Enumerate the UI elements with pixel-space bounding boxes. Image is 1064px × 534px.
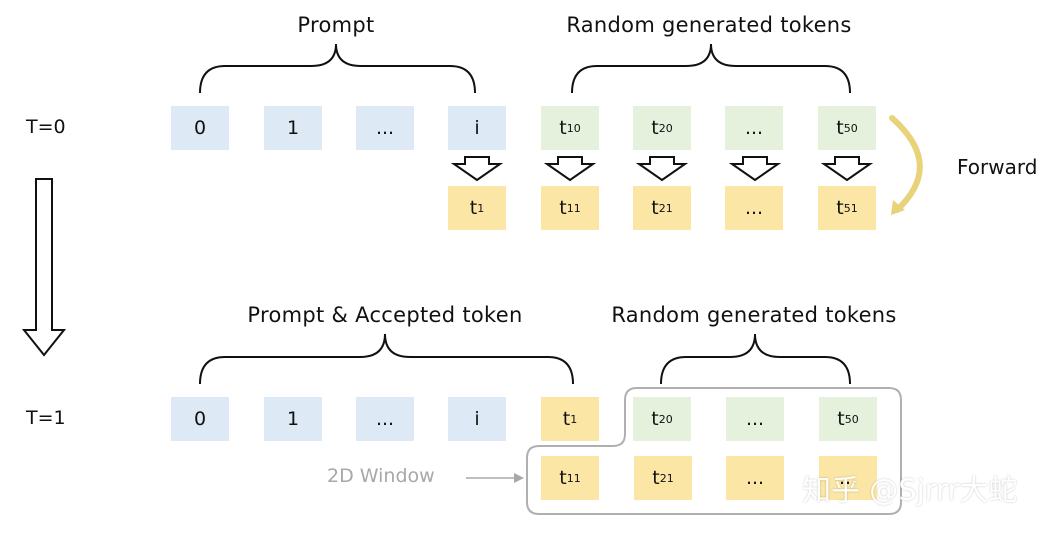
random-label-bottom: Random generated tokens bbox=[611, 303, 897, 327]
small-down-arrows bbox=[450, 156, 874, 182]
t0-prompt-token-0: 0 bbox=[171, 106, 229, 150]
brace-prompt-top bbox=[199, 43, 476, 94]
row-label-t0: T=0 bbox=[26, 116, 66, 138]
prompt-label-top: Prompt bbox=[297, 13, 375, 37]
brace-random-bottom bbox=[660, 333, 851, 385]
down-arrow-t1 bbox=[543, 156, 597, 182]
row-label-t1: T=1 bbox=[26, 407, 66, 429]
forward-arrow bbox=[889, 115, 923, 213]
brace-random-top bbox=[571, 43, 851, 94]
t0-prompt-token-1: 1 bbox=[264, 106, 322, 150]
t0-output-token-dots: ... bbox=[725, 186, 783, 230]
forward-label: Forward bbox=[957, 155, 1038, 179]
brace-prompt-bottom bbox=[199, 333, 574, 385]
t1-prompt-token-0: 0 bbox=[171, 397, 229, 441]
down-arrow-t2 bbox=[635, 156, 689, 182]
t0-prompt-token-dots: ... bbox=[356, 106, 414, 150]
down-arrow-t5 bbox=[820, 156, 874, 182]
forward-arrow-head bbox=[891, 200, 905, 215]
t0-prompt-token-i: i bbox=[448, 106, 506, 150]
t1-random-token-dots: ... bbox=[726, 397, 784, 441]
t1-output-token-dots-2: ... bbox=[819, 456, 877, 500]
random-label-top: Random generated tokens bbox=[566, 13, 852, 37]
t1-output-token-dots-1: ... bbox=[726, 456, 784, 500]
down-arrow-dots bbox=[728, 156, 782, 182]
time-step-arrow bbox=[21, 178, 67, 357]
prompt-accepted-label: Prompt & Accepted token bbox=[247, 303, 523, 327]
window-label: 2D Window bbox=[327, 465, 435, 487]
t0-random-token-dots: ... bbox=[725, 106, 783, 150]
window-pointer-head bbox=[514, 473, 524, 483]
t1-prompt-token-dots: ... bbox=[356, 397, 414, 441]
down-arrow-i bbox=[450, 156, 504, 182]
t1-prompt-token-i: i bbox=[448, 397, 506, 441]
window-outline bbox=[526, 387, 902, 515]
t1-prompt-token-1: 1 bbox=[264, 397, 322, 441]
watermark-text: 知乎 @Sjrrr大蛇 bbox=[802, 473, 1018, 507]
